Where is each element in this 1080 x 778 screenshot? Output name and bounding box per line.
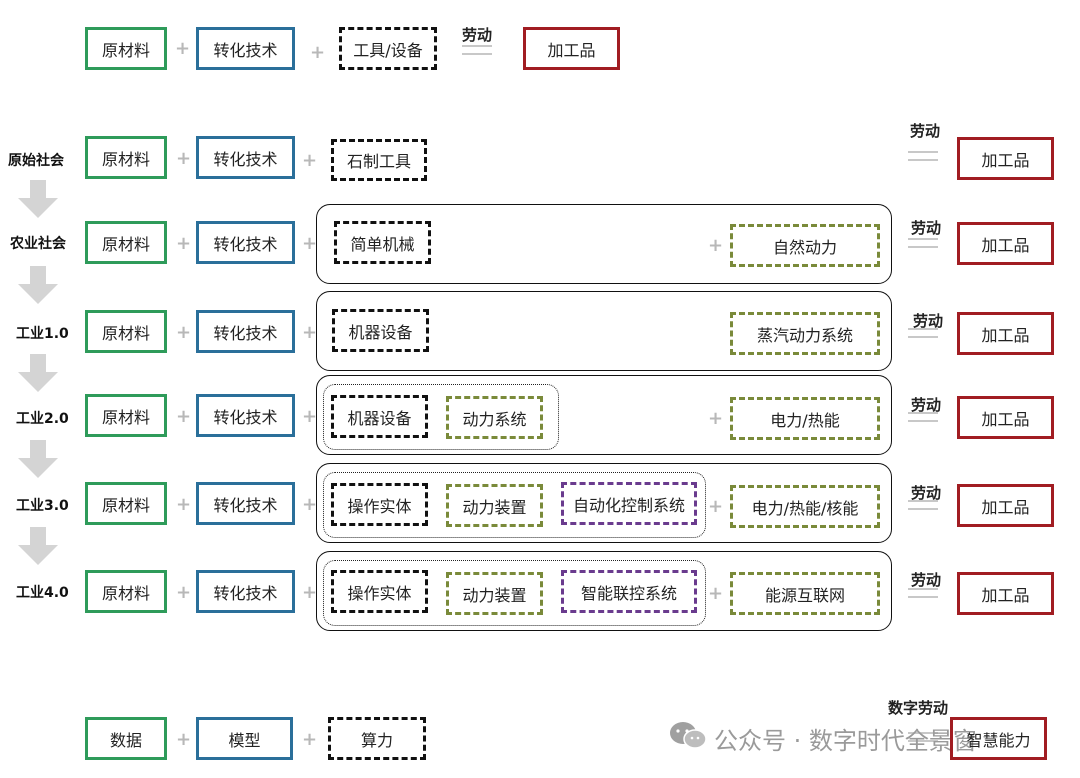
tech-box: 转化技术 [196, 310, 295, 353]
power-device-box: 动力装置 [446, 484, 543, 527]
row-label-primitive: 原始社会 [8, 153, 64, 169]
product-box: 加工品 [957, 222, 1054, 265]
digital-labor-label: 数字劳动 [888, 699, 949, 717]
smart-capability-box: 智慧能力 [950, 717, 1047, 760]
power-box: 电力/热能/核能 [730, 485, 880, 528]
plus-sign: + [708, 408, 724, 429]
equals-sign [908, 500, 938, 510]
product-box: 加工品 [957, 137, 1054, 180]
tool-box: 简单机械 [334, 221, 431, 264]
labor-label: 劳动 [911, 396, 942, 414]
plus-sign: + [176, 406, 192, 427]
data-box: 数据 [85, 717, 167, 760]
down-arrow-icon [18, 354, 58, 392]
tech-box: 转化技术 [196, 394, 295, 437]
equipment-subgroup [323, 384, 559, 450]
raw-material-box: 原材料 [85, 482, 167, 525]
plus-sign: + [310, 42, 326, 63]
equals-sign [908, 588, 938, 598]
wechat-icon [670, 722, 707, 749]
raw-material-box: 原材料 [85, 394, 167, 437]
raw-material-box: 原材料 [85, 136, 167, 179]
power-subsystem-box: 动力系统 [446, 396, 543, 439]
plus-sign: + [176, 233, 192, 254]
raw-material-box: 原材料 [85, 570, 167, 613]
plus-sign: + [176, 494, 192, 515]
labor-label: 劳动 [911, 571, 942, 589]
plus-sign: + [302, 150, 318, 171]
equipment-subgroup [323, 472, 706, 538]
down-arrow-icon [18, 180, 58, 218]
compute-box: 算力 [328, 717, 426, 760]
row-label-industry-3: 工业3.0 [16, 498, 69, 514]
power-box: 自然动力 [730, 224, 880, 267]
row-label-industry-2: 工业2.0 [16, 411, 69, 427]
equals-sign [908, 732, 938, 742]
tech-box: 转化技术 [196, 136, 295, 179]
control-system-box: 智能联控系统 [561, 570, 697, 613]
power-device-box: 动力装置 [446, 572, 543, 615]
plus-sign: + [175, 38, 191, 59]
equals-sign [908, 328, 938, 338]
equals-sign [908, 151, 938, 161]
plus-sign: + [302, 233, 318, 254]
equals-sign [908, 412, 938, 422]
tech-box: 转化技术 [196, 570, 295, 613]
raw-material-box: 原材料 [85, 221, 167, 264]
down-arrow-icon [18, 440, 58, 478]
plus-sign: + [708, 583, 724, 604]
tool-box: 操作实体 [331, 483, 428, 526]
plus-sign: + [302, 406, 318, 427]
tool-box: 机器设备 [332, 309, 429, 352]
equals-sign [462, 45, 492, 55]
plus-sign: + [302, 494, 318, 515]
tool-box: 操作实体 [331, 570, 428, 613]
equipment-subgroup [323, 560, 706, 626]
tech-box: 转化技术 [196, 482, 295, 525]
plus-sign: + [708, 496, 724, 517]
raw-material-box: 原材料 [85, 310, 167, 353]
power-box: 能源互联网 [730, 572, 880, 615]
legend-tech: 转化技术 [196, 27, 295, 70]
down-arrow-icon [18, 266, 58, 304]
product-box: 加工品 [957, 396, 1054, 439]
row-label-industry-4: 工业4.0 [16, 585, 69, 601]
labor-label: 劳动 [910, 122, 941, 140]
row-label-industry-1: 工业1.0 [16, 326, 69, 342]
plus-sign: + [302, 322, 318, 343]
tool-box: 石制工具 [331, 139, 427, 181]
down-arrow-icon [18, 527, 58, 565]
product-box: 加工品 [957, 312, 1054, 355]
labor-label: 劳动 [911, 219, 942, 237]
plus-sign: + [302, 729, 318, 750]
plus-sign: + [176, 729, 192, 750]
plus-sign: + [302, 582, 318, 603]
legend-labor-label: 劳动 [462, 26, 493, 44]
plus-sign: + [176, 582, 192, 603]
tool-box: 机器设备 [331, 395, 428, 438]
model-box: 模型 [196, 717, 293, 760]
plus-sign: + [176, 148, 192, 169]
plus-sign: + [176, 322, 192, 343]
product-box: 加工品 [957, 484, 1054, 527]
equals-sign [908, 238, 938, 248]
legend-product: 加工品 [523, 27, 620, 70]
control-system-box: 自动化控制系统 [561, 482, 697, 525]
power-box: 电力/热能 [730, 397, 880, 440]
plus-sign: + [708, 235, 724, 256]
product-box: 加工品 [957, 572, 1054, 615]
labor-label: 劳动 [911, 484, 942, 502]
watermark-text: 公众号 · 数字时代全景窗 [714, 727, 977, 755]
legend-raw-material: 原材料 [85, 27, 167, 70]
power-box: 蒸汽动力系统 [730, 312, 880, 355]
legend-tools: 工具/设备 [339, 27, 437, 70]
row-label-agricultural: 农业社会 [10, 236, 66, 252]
tech-box: 转化技术 [196, 221, 295, 264]
labor-label: 劳动 [913, 312, 944, 330]
